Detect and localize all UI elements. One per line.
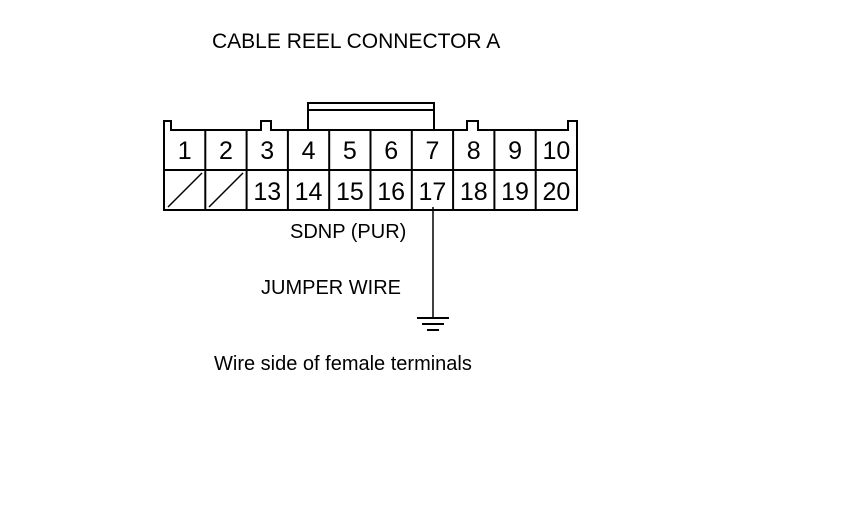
ground-icon [417, 317, 449, 331]
empty-cavity-11 [167, 172, 203, 208]
empty-cavity-marks [167, 172, 244, 208]
pin-13: 13 [253, 178, 281, 206]
pin-7: 7 [425, 137, 439, 165]
pin-4: 4 [302, 137, 316, 165]
pin-8: 8 [467, 137, 481, 165]
jumper-wire-label: JUMPER WIRE [261, 277, 401, 299]
pin-1: 1 [178, 137, 192, 165]
pin-9: 9 [508, 137, 522, 165]
pin-14: 14 [295, 178, 323, 206]
pin-15: 15 [336, 178, 364, 206]
wire-color-label: SDNP (PUR) [290, 221, 406, 243]
pin-numbers-bottom-row: 13 14 15 16 17 18 19 20 [253, 178, 570, 206]
pin-20: 20 [542, 178, 570, 206]
pin-5: 5 [343, 137, 357, 165]
cavity-dividers [204, 130, 537, 210]
diagram-caption: Wire side of female terminals [214, 353, 472, 375]
pin-10: 10 [542, 137, 570, 165]
pin-6: 6 [384, 137, 398, 165]
pin-19: 19 [501, 178, 529, 206]
diagram-title: CABLE REEL CONNECTOR A [212, 30, 500, 53]
pin-17: 17 [419, 178, 447, 206]
pin-16: 16 [377, 178, 405, 206]
empty-cavity-12 [208, 172, 244, 208]
pin-18: 18 [460, 178, 488, 206]
pin-2: 2 [219, 137, 233, 165]
locking-tab [307, 102, 435, 131]
pin-3: 3 [260, 137, 274, 165]
